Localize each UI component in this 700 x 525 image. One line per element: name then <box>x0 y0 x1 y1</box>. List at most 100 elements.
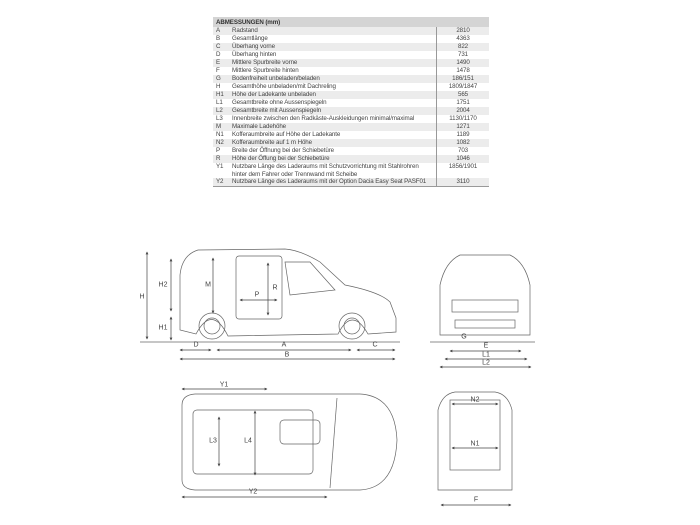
row-code: N2 <box>213 139 230 147</box>
row-code: A <box>213 27 230 35</box>
label-R-side: R <box>272 284 278 292</box>
table-row: Y1 Nutzbare Länge des Laderaums mit Schut… <box>213 163 489 179</box>
row-value: 2004 <box>436 107 489 115</box>
label-M: M <box>205 281 211 289</box>
row-value: 1490 <box>436 59 489 67</box>
row-code: F <box>216 67 220 74</box>
label-N2: N2 <box>470 396 480 404</box>
row-label: Gesamtbreite ohne Aussenspiegeln <box>232 99 327 106</box>
top-view-drawing <box>181 387 398 499</box>
row-code: L3 <box>216 115 223 122</box>
row-label: Überhang vorne <box>230 43 437 51</box>
label-C: C <box>372 341 378 349</box>
label-L1: L1 <box>482 351 490 359</box>
row-value: 1751 <box>436 99 489 107</box>
row-label: Gesamthöhe unbeladen/mit Dachreling <box>232 83 336 90</box>
row-label: Höhe der Öffung bei der Schiebetüre <box>230 155 437 163</box>
row-value: 1856/1901 <box>436 163 489 179</box>
row-value: 3110 <box>436 178 489 188</box>
row-code: M <box>213 123 230 131</box>
row-value: 1189 <box>436 131 489 139</box>
row-label: Nutzbare Länge des Laderaums mit Schutzv… <box>232 163 419 178</box>
label-L2: L2 <box>482 359 490 367</box>
row-label: Radstand <box>230 27 437 35</box>
row-label: Bodenfreiheit unbeladen/beladen <box>230 75 437 83</box>
row-code: L2 <box>213 107 230 115</box>
row-label: Kofferaumbreite auf 1 m Höhe <box>230 139 437 147</box>
row-code: L1 <box>216 99 223 106</box>
front-view-drawing <box>430 254 535 369</box>
row-value: 822 <box>436 43 489 51</box>
row-label: Breite der Öffnung bei der Schiebetüre <box>232 147 335 154</box>
label-Y1: Y1 <box>219 381 229 389</box>
row-label: Maximale Ladehöhe <box>230 123 437 131</box>
table-row: L1 Gesamtbreite ohne Aussenspiegeln 1751 <box>213 99 489 107</box>
row-value: 1046 <box>436 155 489 163</box>
label-F: F <box>473 496 479 504</box>
row-value: 1809/1847 <box>436 83 489 91</box>
row-code: G <box>213 75 230 83</box>
label-B: B <box>284 351 290 359</box>
label-D: D <box>193 341 199 349</box>
label-L4: L4 <box>244 437 252 445</box>
row-code: C <box>213 43 230 51</box>
row-value: 1271 <box>436 123 489 131</box>
row-code: P <box>216 147 221 154</box>
row-label: Nutzbare Länge des Laderaums mit der Opt… <box>230 178 437 188</box>
row-code: D <box>216 51 221 58</box>
row-value: 2810 <box>436 27 489 35</box>
row-code: B <box>216 35 221 42</box>
row-label: Gesamtbreite mit Aussenspiegeln <box>230 107 437 115</box>
row-value: 565 <box>436 91 489 99</box>
label-G: G <box>461 333 467 341</box>
row-code: H <box>216 83 221 90</box>
row-code: N1 <box>216 131 224 138</box>
row-code: Y2 <box>213 178 230 188</box>
row-label: Innenbreite zwischen den Radkäste-Auskle… <box>232 115 415 122</box>
row-code: R <box>213 155 230 163</box>
table-row: H Gesamthöhe unbeladen/mit Dachreling 1809… <box>213 83 489 91</box>
table-row: P Breite der Öffnung bei der Schiebetüre 7… <box>213 147 489 155</box>
row-label: Kofferaumbreite auf Höhe der Ladekante <box>232 131 341 138</box>
row-label: Mittlere Spurbreite vorne <box>230 59 437 67</box>
row-code: H1 <box>213 91 230 99</box>
row-value: 1130/1170 <box>436 115 489 123</box>
label-Y2: Y2 <box>248 488 258 496</box>
row-label: Mittlere Spurbreite hinten <box>232 67 299 74</box>
label-P: P <box>254 291 260 299</box>
row-label: Überhang hinten <box>232 51 277 58</box>
side-view-drawing <box>140 248 400 361</box>
label-H1: H1 <box>158 324 168 332</box>
label-H2: H2 <box>158 281 168 289</box>
row-value: 186/151 <box>436 75 489 83</box>
label-A: A <box>281 341 287 349</box>
label-L3: L3 <box>209 437 217 445</box>
row-label: Gesamtlänge <box>232 35 268 42</box>
row-value: 703 <box>436 147 489 155</box>
label-N1: N1 <box>470 440 480 448</box>
row-code: E <box>213 59 230 67</box>
row-code: Y1 <box>216 163 224 170</box>
label-H: H <box>139 293 145 301</box>
row-label: Höhe der Ladekante unbeladen <box>230 91 437 99</box>
table-row: N1 Kofferaumbreite auf Höhe der Ladekante… <box>213 131 489 139</box>
rear-view-drawing <box>437 391 513 507</box>
row-value: 1082 <box>436 139 489 147</box>
table-row: L3 Innenbreite zwischen den Radkäste-Ausk… <box>213 115 489 123</box>
table-header: ABMESSUNGEN (mm) <box>213 17 489 27</box>
label-E: E <box>483 342 489 350</box>
